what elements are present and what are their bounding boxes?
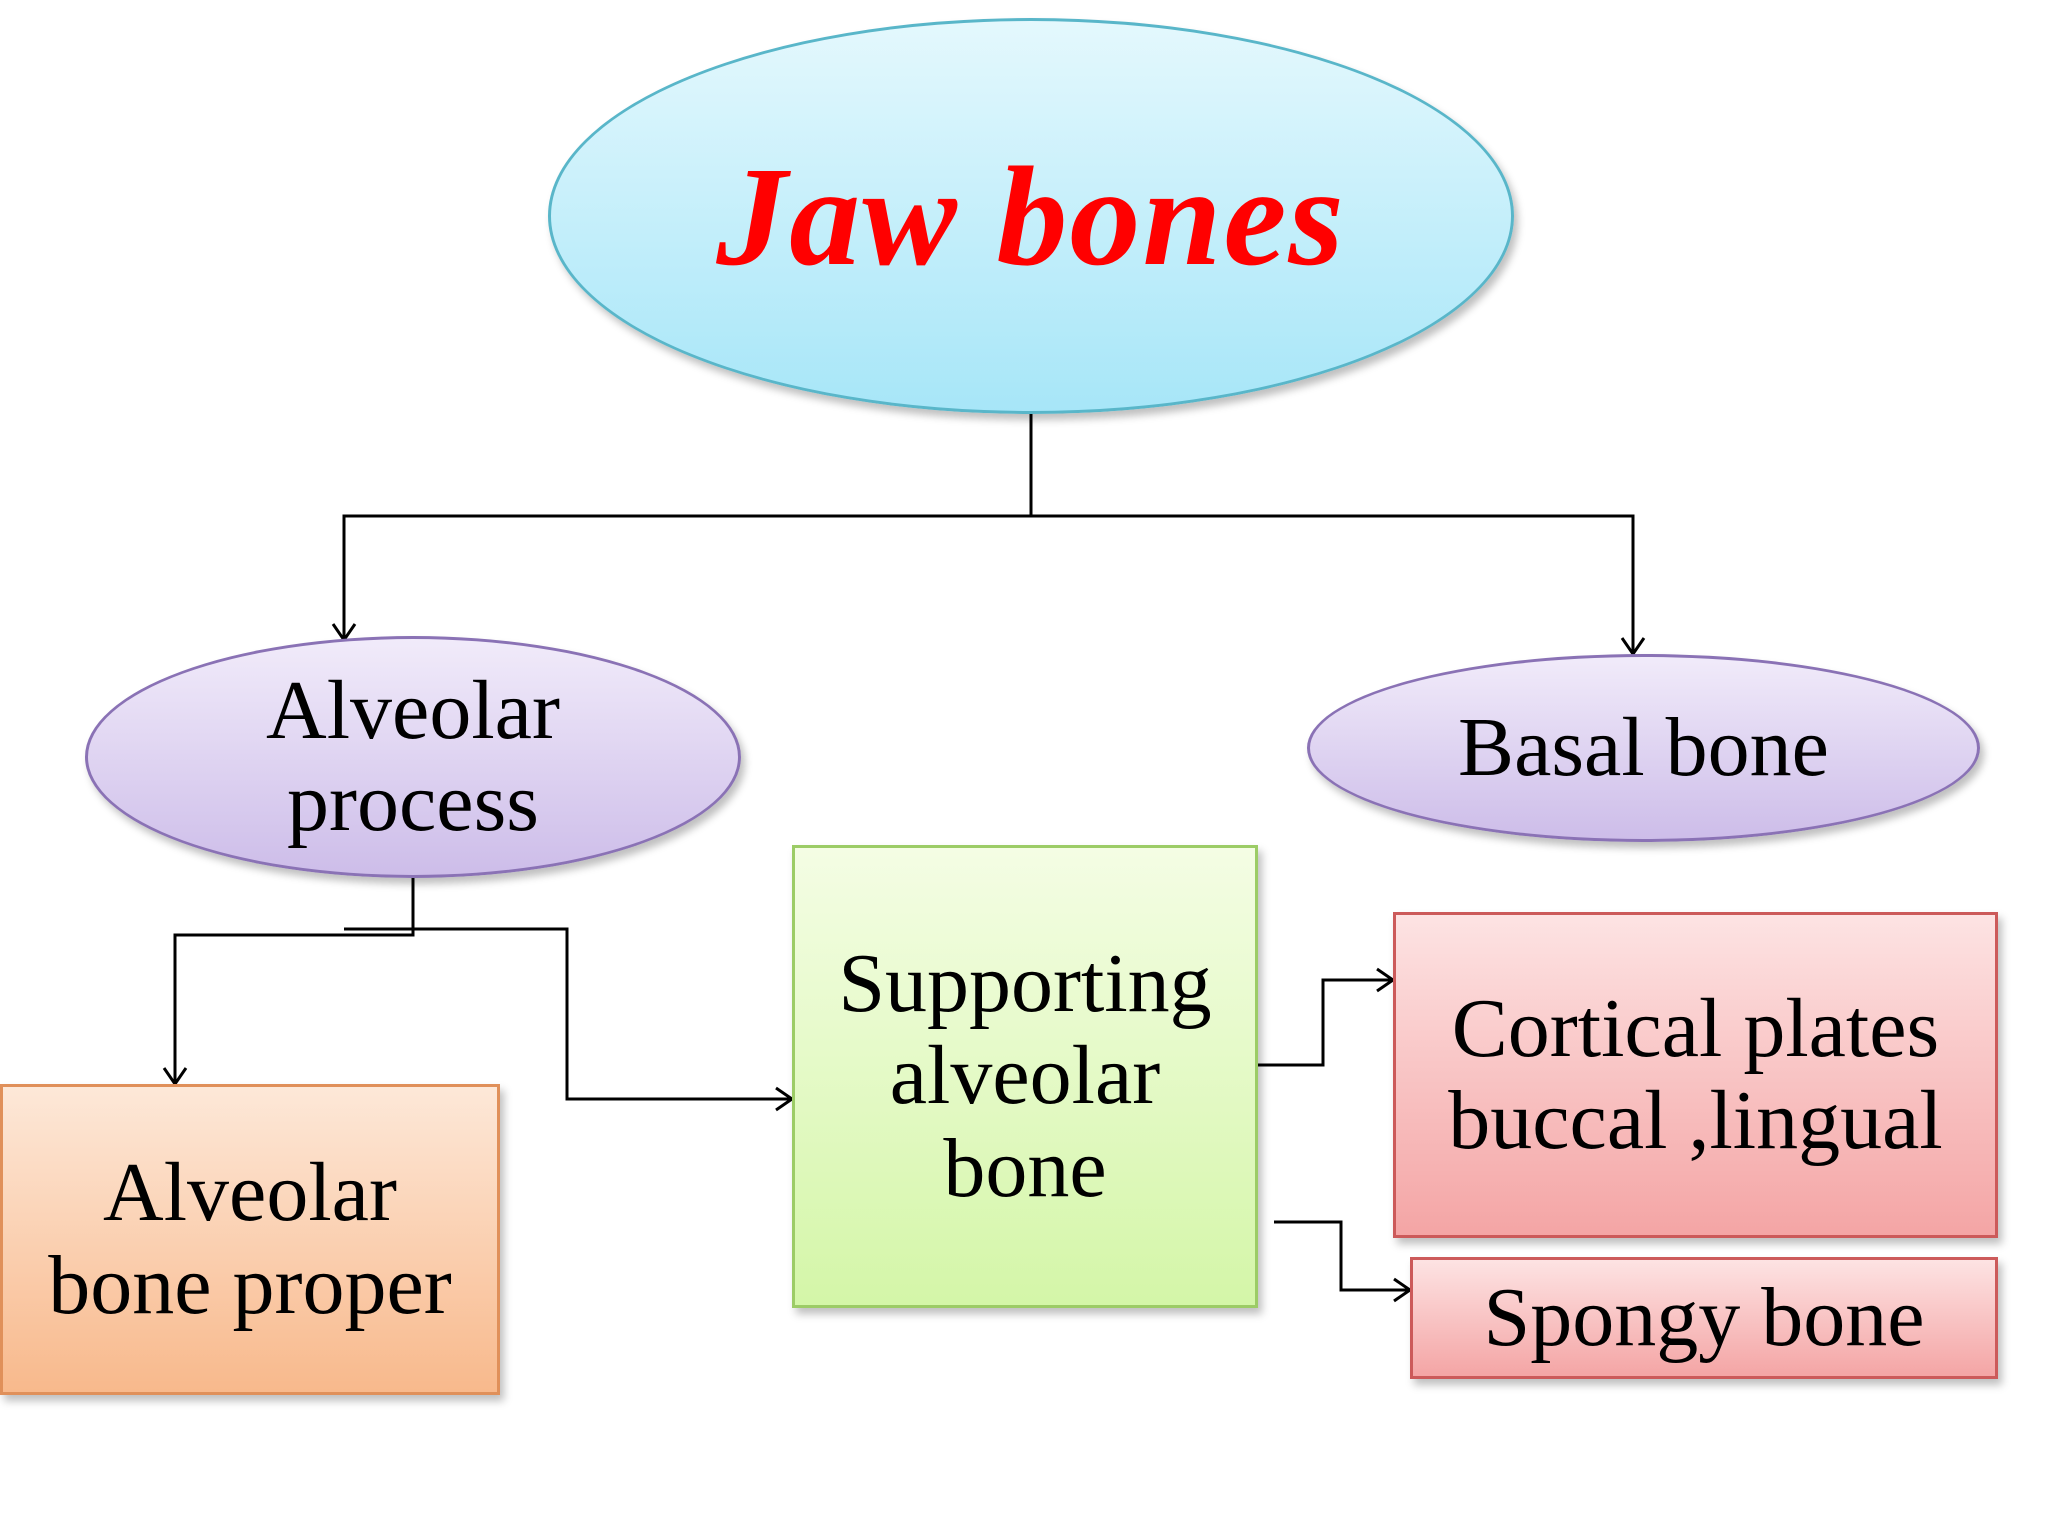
edge-root-to-basal-bone bbox=[1031, 514, 1635, 654]
node-jaw-bones: Jaw bones bbox=[548, 18, 1514, 414]
spongy-bone-label: Spongy bone bbox=[1483, 1270, 1925, 1364]
edge-supporting-bone-to-cortical-plates bbox=[1258, 978, 1393, 1067]
cortical-plates-line-2: buccal ,lingual bbox=[1448, 1074, 1943, 1167]
node-basal-bone: Basal bone bbox=[1307, 654, 1980, 842]
edge-alveolar-process-to-bone-proper bbox=[173, 878, 415, 1084]
node-alveolar-bone-proper: Alveolar bone proper bbox=[0, 1084, 500, 1395]
alveolar-process-line-1: Alveolar bbox=[266, 663, 560, 757]
cortical-plates-line-1: Cortical plates bbox=[1451, 981, 1940, 1075]
node-cortical-plates: Cortical plates buccal ,lingual bbox=[1393, 912, 1998, 1238]
jaw-bones-title: Jaw bones bbox=[716, 136, 1346, 295]
node-spongy-bone: Spongy bone bbox=[1410, 1257, 1998, 1379]
alveolar-bone-proper-line-2: bone proper bbox=[48, 1238, 452, 1332]
supporting-bone-line-2: alveolar bbox=[889, 1029, 1161, 1123]
alveolar-process-line-2: process bbox=[287, 756, 539, 849]
edge-alveolar-process-to-supporting-bone bbox=[344, 927, 792, 1101]
edge-root-to-alveolar-process bbox=[342, 414, 1033, 640]
node-supporting-alveolar-bone: Supporting alveolar bone bbox=[792, 845, 1258, 1308]
alveolar-bone-proper-line-1: Alveolar bbox=[103, 1146, 397, 1240]
node-alveolar-process: Alveolar process bbox=[85, 636, 741, 878]
edge-supporting-bone-to-spongy-bone bbox=[1274, 1220, 1410, 1292]
basal-bone-label: Basal bone bbox=[1458, 700, 1829, 794]
supporting-bone-line-1: Supporting bbox=[838, 936, 1212, 1030]
supporting-bone-line-3: bone bbox=[943, 1121, 1107, 1215]
